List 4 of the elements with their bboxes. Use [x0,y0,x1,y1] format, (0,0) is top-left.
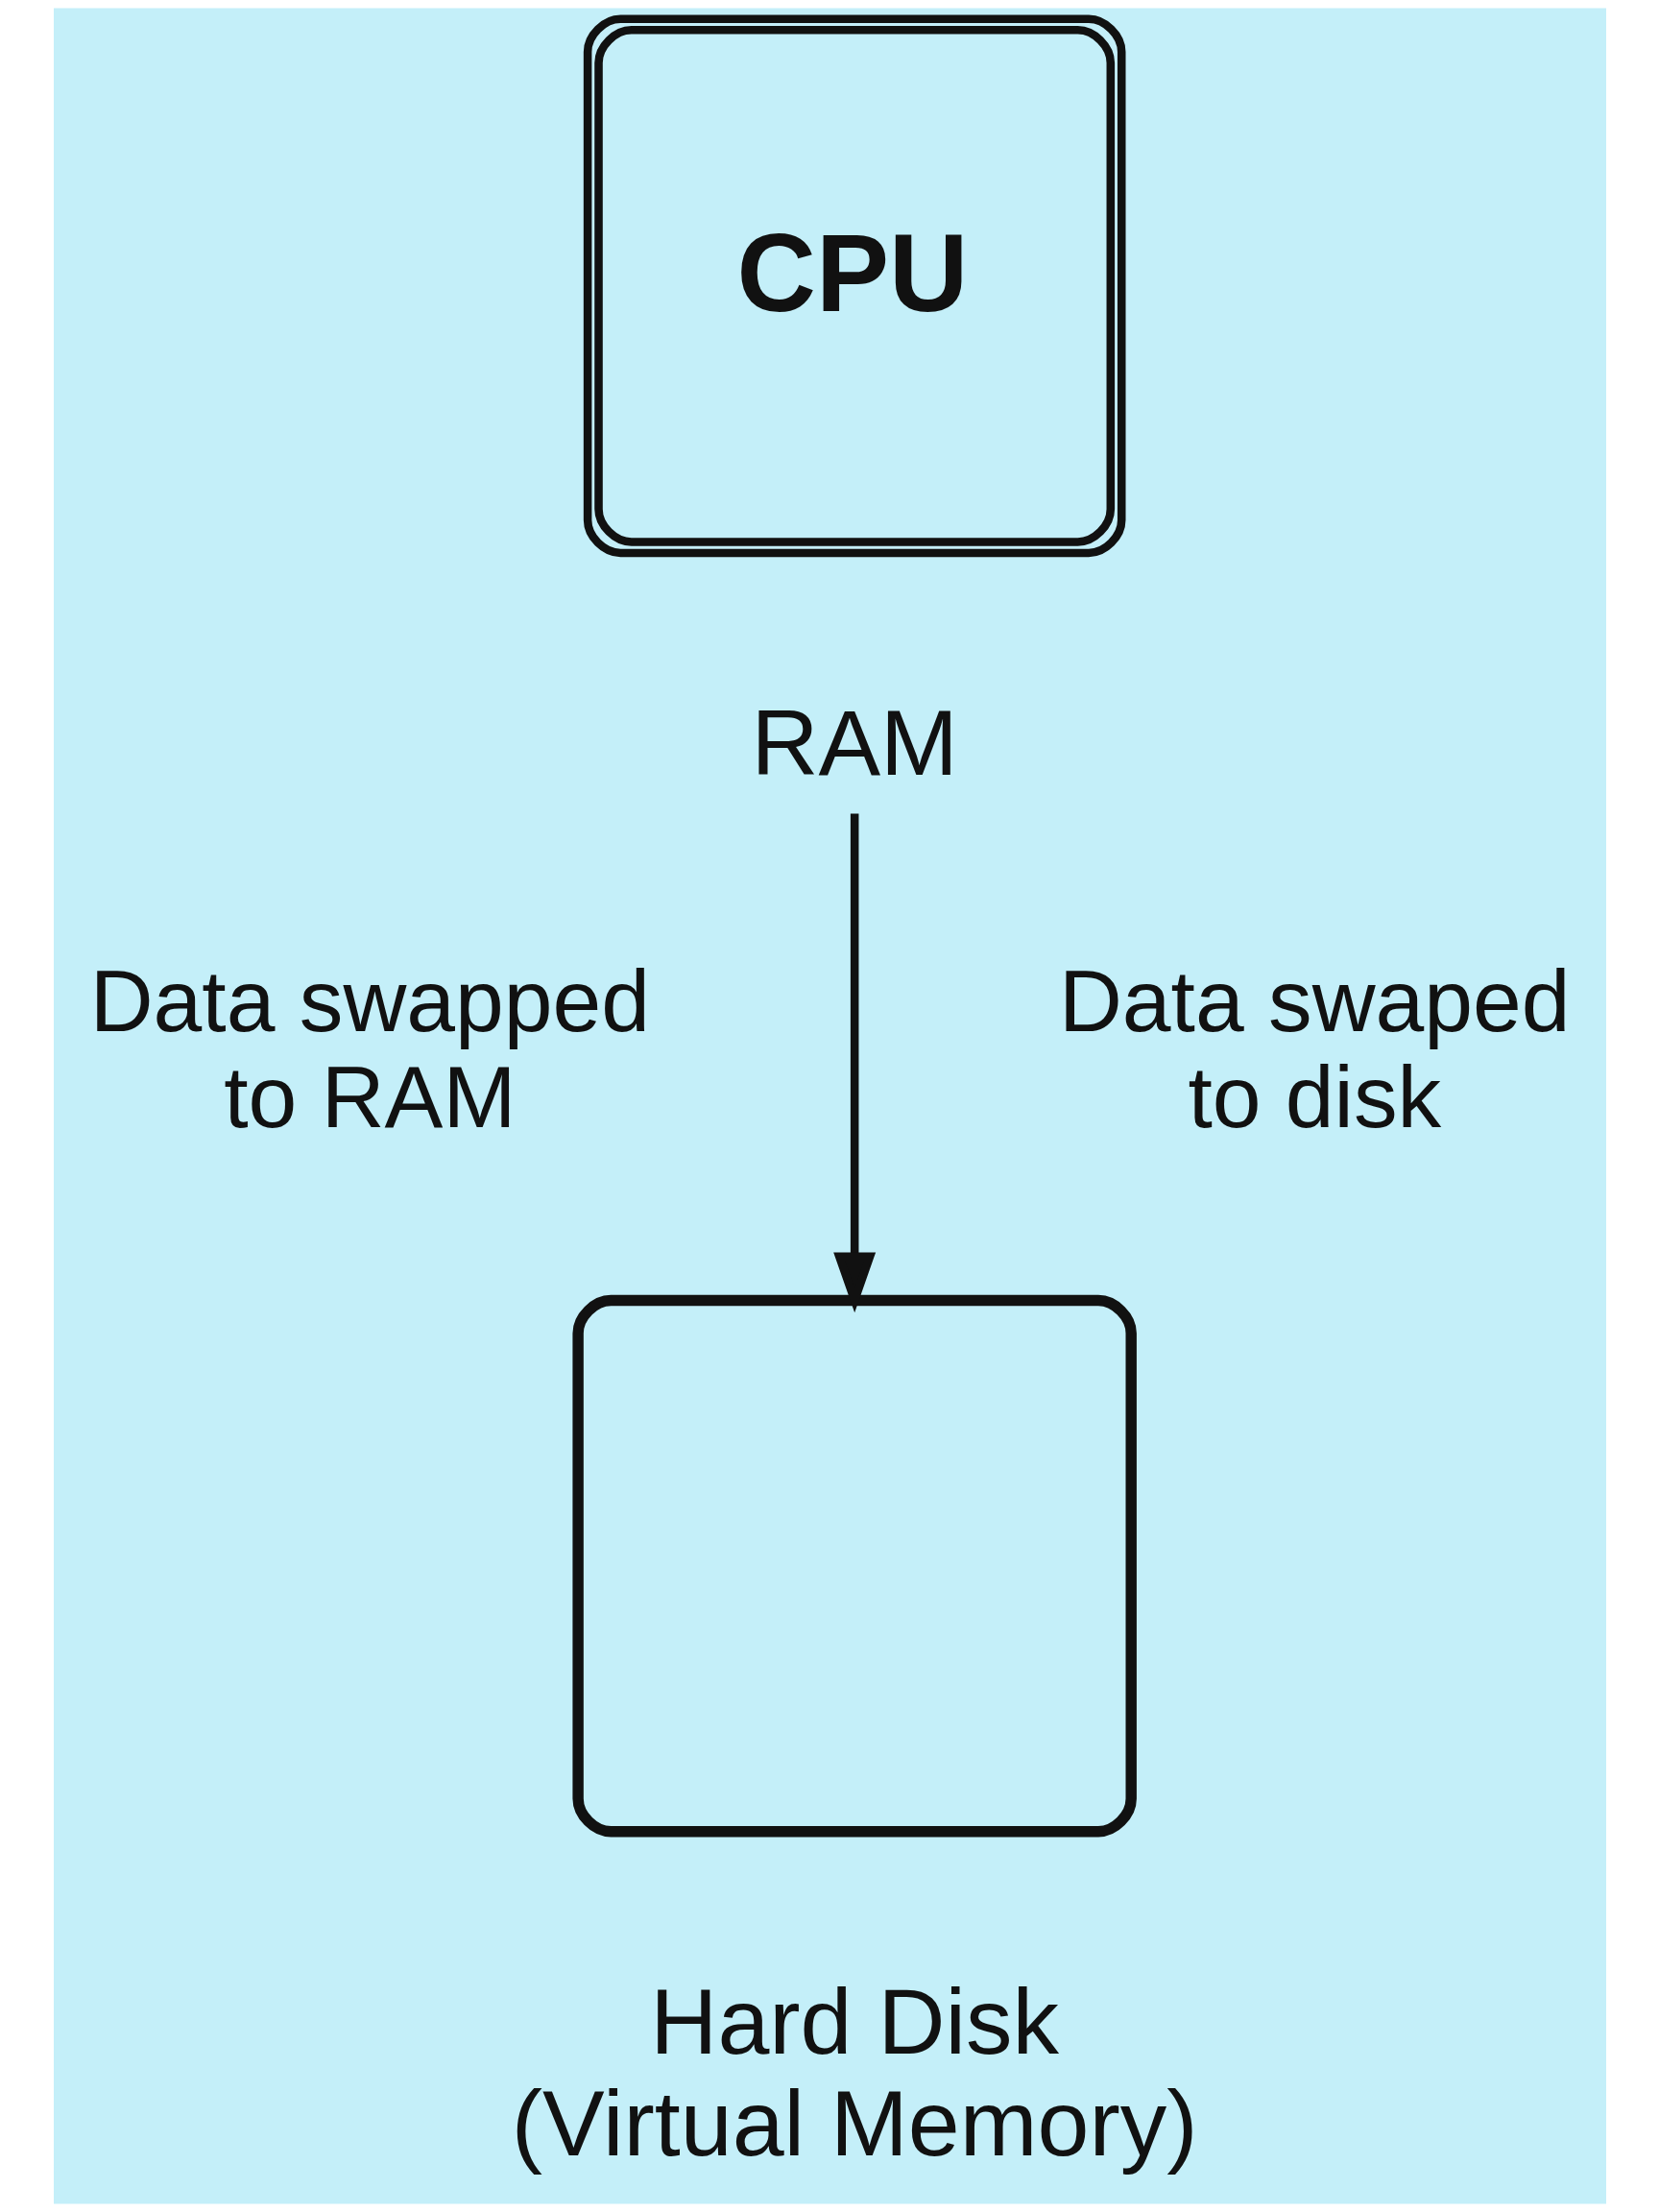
node-label: Hard Disk (Virtual Memory) [511,1969,1198,2176]
node-text: RAM [750,690,958,796]
label: Data swaped to disk [1058,950,1571,1145]
label: Data swapped to RAM [89,950,650,1145]
